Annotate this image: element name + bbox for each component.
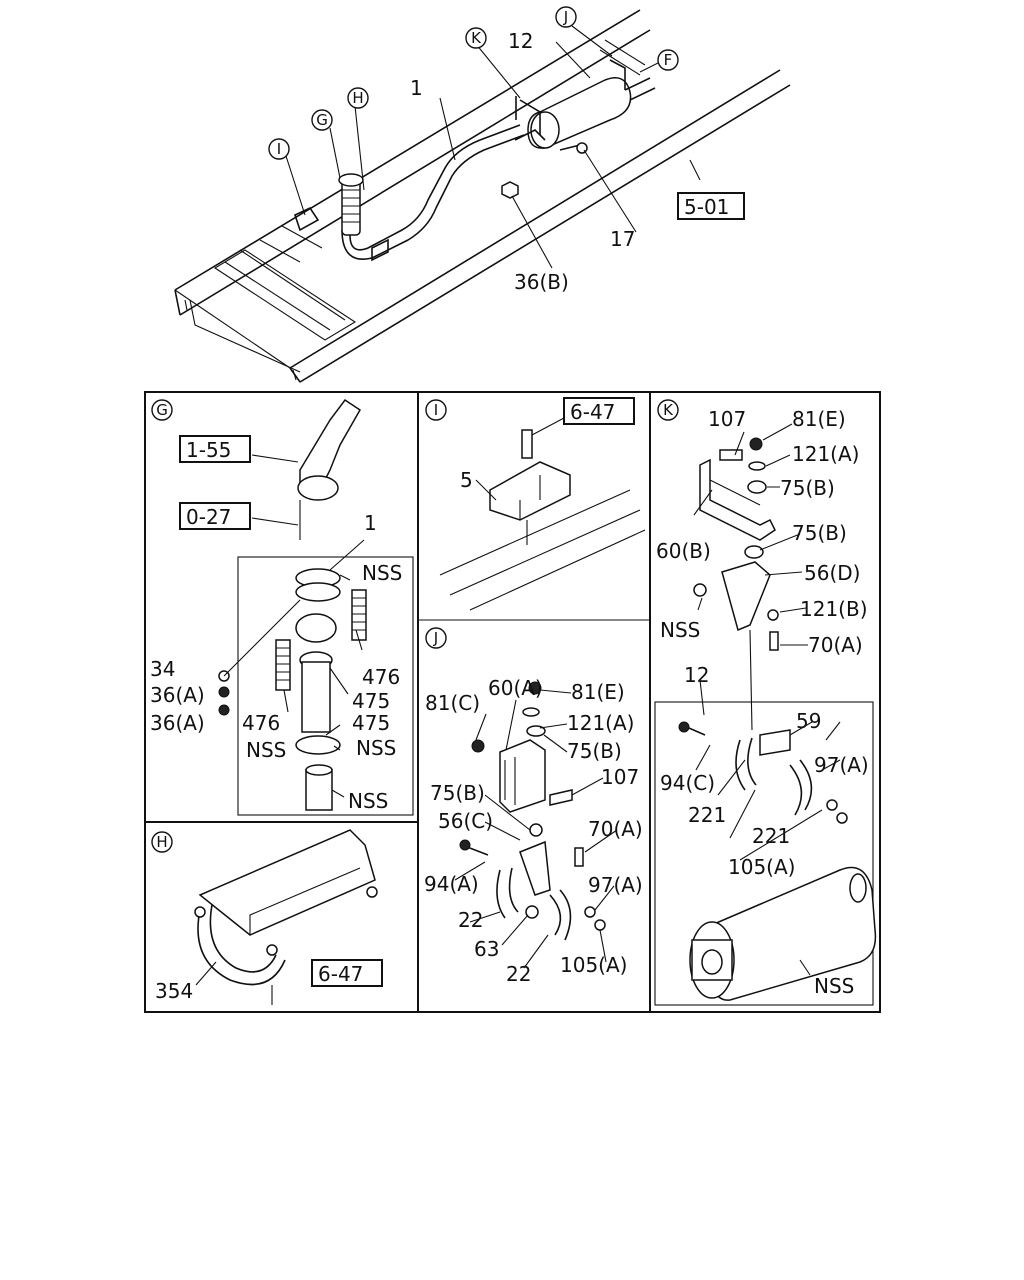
- ref-1-55: 1-55: [186, 438, 231, 462]
- callout-i: I: [277, 140, 281, 158]
- label-j-75b-2: 75(B): [430, 781, 485, 805]
- label-j-94a: 94(A): [424, 872, 479, 896]
- label-k-221-a: 221: [688, 803, 726, 827]
- label-k-75b-2: 75(B): [792, 521, 847, 545]
- callout-k: K: [471, 29, 482, 47]
- label-1: 1: [410, 76, 423, 100]
- label-k-12: 12: [684, 663, 709, 687]
- label-k-nss2: NSS: [814, 974, 854, 998]
- label-g-nss3: NSS: [356, 736, 396, 760]
- label-k-59: 59: [796, 709, 821, 733]
- label-j-22-a: 22: [458, 908, 483, 932]
- label-475-b: 475: [352, 711, 390, 735]
- label-k-107: 107: [708, 407, 746, 431]
- label-g-nss4: NSS: [348, 789, 388, 813]
- label-476-a: 476: [362, 665, 400, 689]
- ref-5-01: 5-01: [684, 195, 729, 219]
- label-g-nss1: NSS: [362, 561, 402, 585]
- label-g-1: 1: [364, 511, 377, 535]
- callout-f: F: [664, 51, 673, 69]
- label-k-75b-1: 75(B): [780, 476, 835, 500]
- panel-i: [425, 397, 646, 611]
- panel-k: [654, 399, 877, 1006]
- label-k-81e: 81(E): [792, 407, 846, 431]
- panel-g: [151, 398, 414, 816]
- label-k-nss: NSS: [660, 618, 700, 642]
- label-36a-1: 36(A): [150, 683, 205, 707]
- panel-g-letter: G: [156, 401, 168, 419]
- label-j-70a: 70(A): [588, 817, 643, 841]
- overview-illustration: [174, 6, 791, 383]
- label-j-63: 63: [474, 937, 499, 961]
- ref-0-27: 0-27: [186, 505, 231, 529]
- label-k-60b: 60(B): [656, 539, 711, 563]
- label-36a-2: 36(A): [150, 711, 205, 735]
- panel-h-letter: H: [156, 833, 167, 851]
- label-j-60a: 60(A): [488, 676, 543, 700]
- label-34: 34: [150, 657, 175, 681]
- label-12: 12: [508, 29, 533, 53]
- callout-g: G: [316, 111, 328, 129]
- callout-j: J: [563, 8, 568, 26]
- label-k-70a: 70(A): [808, 633, 863, 657]
- label-354: 354: [155, 979, 193, 1003]
- panel-j-letter: J: [433, 629, 438, 647]
- label-j-81c: 81(C): [425, 691, 480, 715]
- panel-i-letter: I: [434, 401, 438, 419]
- label-j-97a: 97(A): [588, 873, 643, 897]
- ref-6-47-h: 6-47: [318, 962, 363, 986]
- label-k-121b: 121(B): [800, 597, 868, 621]
- label-17: 17: [610, 227, 635, 251]
- panel-j: [425, 627, 618, 969]
- label-j-75b-1: 75(B): [567, 739, 622, 763]
- label-j-107: 107: [601, 765, 639, 789]
- panel-frames: [144, 391, 881, 1013]
- label-j-56c: 56(C): [438, 809, 493, 833]
- label-36b: 36(B): [514, 270, 569, 294]
- label-g-nss2: NSS: [246, 738, 286, 762]
- label-k-121a: 121(A): [792, 442, 859, 466]
- label-k-221-b: 221: [752, 824, 790, 848]
- label-j-22-b: 22: [506, 962, 531, 986]
- label-5: 5: [460, 468, 473, 492]
- label-k-97a: 97(A): [814, 753, 869, 777]
- label-j-105a: 105(A): [560, 953, 627, 977]
- panel-h: [151, 829, 383, 1005]
- label-k-105a: 105(A): [728, 855, 795, 879]
- callout-h: H: [352, 89, 363, 107]
- label-j-81e: 81(E): [571, 680, 625, 704]
- label-k-56d: 56(D): [804, 561, 860, 585]
- label-j-121a: 121(A): [567, 711, 634, 735]
- label-475-a: 475: [352, 689, 390, 713]
- ref-6-47-i: 6-47: [570, 400, 615, 424]
- label-476-b: 476: [242, 711, 280, 735]
- label-k-94c: 94(C): [660, 771, 715, 795]
- panel-k-letter: K: [663, 401, 674, 419]
